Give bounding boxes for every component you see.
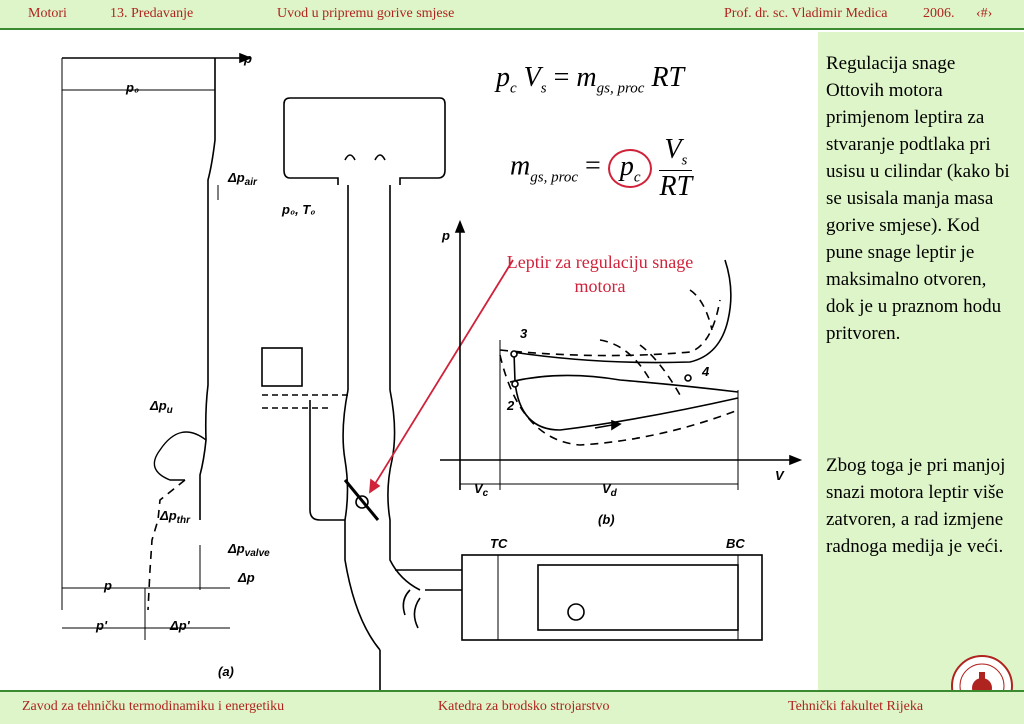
header-section: Motori	[28, 6, 67, 21]
caption-a: (a)	[218, 664, 234, 679]
fraction: Vs RT	[659, 134, 693, 202]
footer-center: Katedra za brodsko strojarstvo	[438, 699, 610, 714]
point-2-marker	[511, 380, 519, 388]
label-dp: Δp	[237, 570, 255, 585]
valve-ports	[379, 589, 421, 690]
throttle-shaft	[355, 495, 369, 509]
compression-curve	[509, 374, 739, 393]
part-load-intake-curve	[499, 354, 739, 446]
figure-area: p p₀ Δpair p₀, T₀ Δpu Δpthr Δpvalve Δp p…	[0, 32, 818, 690]
throttle-plate	[343, 479, 380, 521]
footer-left: Zavod za tehničku termodinamiku i energe…	[22, 699, 285, 714]
header-slide-number: ‹#›	[976, 6, 993, 21]
label-point-3: 3	[520, 326, 528, 341]
highlighted-pc: pc	[607, 148, 653, 189]
header-lecture: 13. Predavanje	[110, 6, 194, 21]
intake-runner	[347, 185, 391, 390]
slide-header: Motori 13. Predavanje Uvod u pripremu go…	[0, 0, 1024, 30]
equation-mass-flow: mgs, proc = pc Vs RT	[510, 134, 693, 202]
air-box	[283, 97, 446, 185]
p-axis-arrow	[239, 52, 253, 64]
float-bowl	[261, 347, 303, 387]
fuel-lines	[262, 394, 348, 409]
intake-port	[395, 569, 462, 591]
sidebar-paragraph-1: Regulacija snage Ottovih motora primjeno…	[826, 53, 1010, 344]
intake-curve	[513, 351, 739, 431]
label-p: p	[103, 578, 112, 593]
label-p-axis: p	[243, 51, 252, 66]
point-4-marker	[684, 374, 692, 382]
label-pv-p: p	[441, 228, 450, 243]
label-point-2: 2	[506, 398, 515, 413]
throttle-annotation: Leptir za regulaciju snage motora	[506, 252, 694, 296]
exhaust-curve-dashed	[499, 289, 721, 357]
label-bc: BC	[726, 536, 745, 551]
label-vd: Vd	[602, 481, 618, 499]
label-tc: TC	[490, 536, 508, 551]
label-p0-T0: p₀, T₀	[281, 202, 315, 217]
expansion-dashed	[599, 339, 681, 396]
piston	[537, 564, 739, 631]
slide-footer: Zavod za tehničku termodinamiku i energe…	[0, 690, 1024, 724]
label-p0: p₀	[125, 80, 139, 95]
caption-b: (b)	[598, 512, 615, 527]
sidebar-text: Regulacija snage Ottovih motora primjeno…	[818, 32, 1024, 690]
flow-arrowhead	[611, 419, 622, 431]
pressure-trace	[199, 58, 216, 520]
annotation-arrow-line	[369, 259, 514, 493]
label-dp-prime: Δp'	[169, 618, 191, 633]
cylinder-block	[461, 554, 763, 641]
exhaust-curve	[511, 259, 732, 364]
label-p-prime: p'	[95, 618, 108, 633]
label-vc: Vc	[474, 481, 489, 499]
header-topic: Uvod u pripremu gorive smjese	[277, 6, 455, 21]
footer-right: Tehnički fakultet Rijeka	[788, 699, 924, 714]
venturi	[342, 389, 421, 651]
throttle-dashed-trace	[147, 479, 186, 611]
inlet-flow-arrows	[344, 154, 386, 161]
label-pv-v: V	[775, 468, 785, 483]
sidebar-paragraph-2: Zbog toga je pri manjoj snazi motora lep…	[826, 455, 1006, 557]
pv-v-arrow	[789, 454, 803, 466]
label-point-4: 4	[701, 364, 710, 379]
label-dp-thr: Δpthr	[159, 508, 191, 526]
label-dp-valve: Δpvalve	[227, 541, 270, 559]
equation-ideal-gas: pc Vs = mgs, proc RT	[496, 62, 685, 97]
flow-arrow	[594, 424, 613, 429]
pv-p-arrow	[454, 219, 466, 233]
wrist-pin	[567, 603, 585, 621]
label-dp-u: Δpu	[149, 398, 173, 416]
point-3-marker	[510, 350, 518, 358]
header-year: 2006.	[923, 6, 955, 21]
label-dp-air: Δpair	[227, 170, 258, 188]
header-author: Prof. dr. sc. Vladimir Medica	[724, 6, 888, 21]
annotation-arrowhead	[369, 478, 381, 494]
idle-circuit	[309, 400, 345, 521]
venturi-dip-trace	[153, 431, 207, 481]
engine-intake-diagram: p p₀ Δpair p₀, T₀ Δpu Δpthr Δpvalve Δp p…	[61, 51, 803, 690]
